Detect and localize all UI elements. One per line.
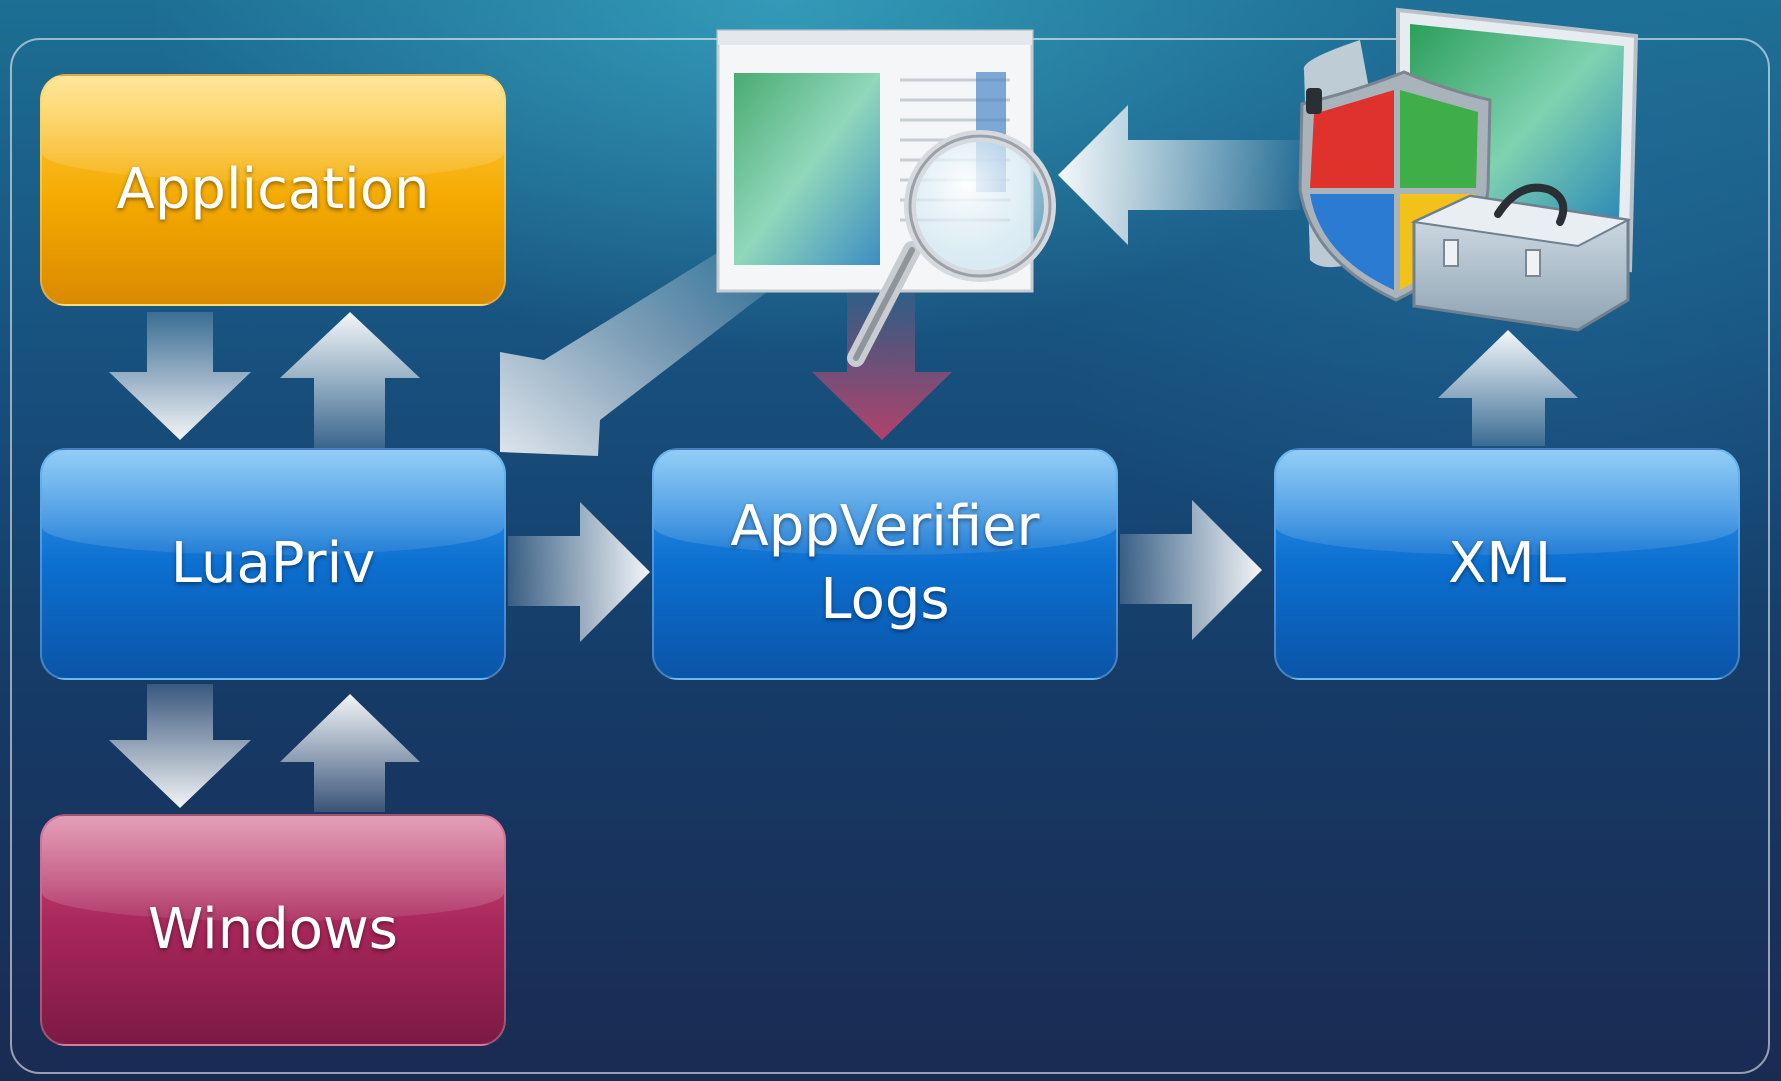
windows-security-toolbox-icon [1298, 7, 1639, 332]
arrow-viewer-to-logs [812, 290, 952, 440]
arrow-application-to-luapriv [109, 312, 251, 440]
arrow-tools-to-viewer [1058, 105, 1300, 245]
arrow-luapriv-to-windows [109, 684, 251, 808]
node-appverifier-logs: AppVerifier Logs [652, 448, 1118, 680]
arrow-viewer-to-luapriv [500, 240, 780, 456]
node-appverifier-label-line1: AppVerifier [730, 494, 1040, 560]
node-xml-label: XML [1448, 530, 1566, 596]
node-luapriv: LuaPriv [40, 448, 506, 680]
node-appverifier-label-line2: Logs [820, 567, 950, 632]
arrow-luapriv-to-application [280, 312, 420, 448]
node-xml: XML [1274, 448, 1740, 680]
node-windows-label: Windows [148, 896, 398, 962]
node-application-label: Application [116, 156, 430, 222]
arrow-luapriv-to-appverifier [508, 502, 650, 642]
arrow-windows-to-luapriv [280, 694, 420, 812]
arrow-appverifier-to-xml [1120, 500, 1262, 640]
node-windows: Windows [40, 814, 506, 1046]
appverifier-window-magnifier-icon [716, 29, 1056, 367]
arrow-xml-to-tools [1438, 330, 1578, 446]
node-application: Application [40, 74, 506, 306]
node-luapriv-label: LuaPriv [170, 530, 376, 596]
